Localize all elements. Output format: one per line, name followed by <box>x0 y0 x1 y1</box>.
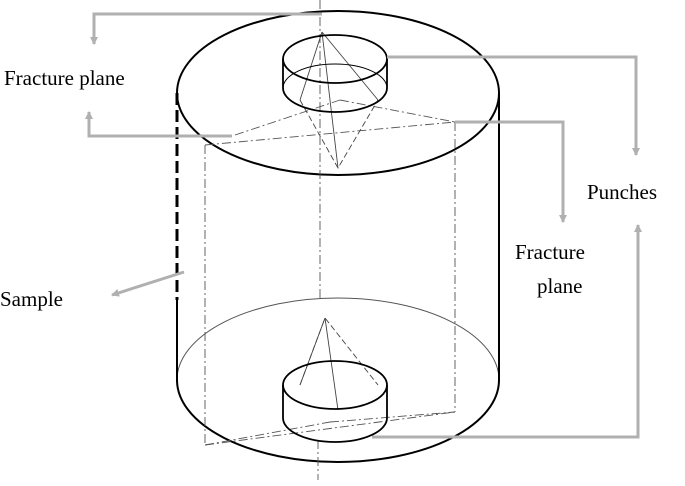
top-punch <box>282 34 388 113</box>
arrow-fracture-plane-left <box>85 111 232 138</box>
bottom-ellipse-back <box>176 297 500 381</box>
hidden-construction-lines <box>204 0 456 480</box>
label-fracture-plane-top: Fracture plane <box>4 66 125 90</box>
arrow-fracture-plane-right <box>455 120 567 223</box>
arrow-punches-top <box>387 55 640 156</box>
label-fracture-plane-right-line2: plane <box>537 274 582 298</box>
top-ellipse <box>176 10 500 176</box>
arrow-sample <box>111 270 185 297</box>
fracture-cones <box>299 31 379 411</box>
label-fracture-plane-right-line1: Fracture <box>515 240 585 264</box>
arrow-fracture-plane-top <box>90 12 322 45</box>
label-punches: Punches <box>587 180 657 204</box>
bottom-punch <box>282 360 388 443</box>
cylinder-sample <box>175 0 500 480</box>
annotation-arrows <box>85 12 642 439</box>
bottom-ellipse-front <box>176 379 500 463</box>
label-sample: Sample <box>0 287 63 311</box>
arrow-punches-bottom <box>372 224 642 439</box>
